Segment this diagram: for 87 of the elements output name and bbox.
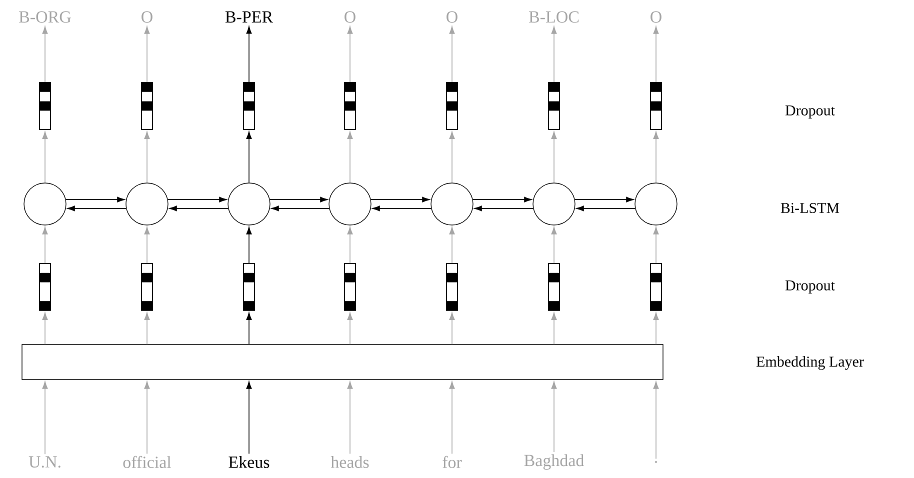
dropout-vector: [141, 263, 153, 311]
layer-label: Embedding Layer: [756, 356, 864, 370]
arrow: [551, 226, 557, 264]
arrow: [653, 381, 659, 460]
arrow: [144, 312, 150, 345]
arrow: [169, 206, 229, 212]
arrow: [347, 26, 353, 82]
arrow: [270, 196, 328, 202]
arrow: [551, 131, 557, 184]
arrow: [246, 312, 252, 345]
embedding-layer-box: [22, 344, 664, 380]
arrow: [42, 131, 48, 184]
dropout-vector: [548, 82, 560, 130]
tag-label: B-LOC: [529, 11, 579, 23]
arrow: [653, 226, 659, 264]
input-word: Baghdad: [524, 454, 584, 470]
arrow: [246, 226, 252, 264]
layer-label: Bi-LSTM: [780, 202, 840, 214]
dropout-vector: [243, 82, 255, 130]
layer-label: Dropout: [785, 105, 835, 118]
arrow: [449, 312, 455, 345]
input-word: .: [655, 460, 658, 463]
arrow: [576, 206, 636, 212]
arrow: [246, 131, 252, 184]
tag-label: O: [650, 11, 662, 23]
arrow: [144, 226, 150, 264]
arrow: [653, 312, 659, 345]
arrow: [347, 312, 353, 345]
arrow: [246, 381, 252, 454]
dropout-vector: [344, 82, 356, 130]
tag-label: O: [344, 11, 356, 23]
input-word: U.N.: [28, 456, 60, 468]
dropout-vector: [446, 263, 458, 311]
input-word: for: [442, 456, 462, 468]
dropout-vector: [548, 263, 560, 311]
arrow: [449, 226, 455, 264]
tag-label: O: [446, 11, 458, 23]
arrow: [474, 206, 534, 212]
arrow: [144, 381, 150, 454]
lstm-cell: [126, 182, 168, 226]
arrow: [42, 226, 48, 264]
arrow: [551, 312, 557, 345]
dropout-vector: [243, 263, 255, 311]
arrow: [66, 196, 125, 202]
input-word: Ekeus: [228, 456, 270, 468]
dropout-vector: [446, 82, 458, 130]
dropout-vector: [650, 82, 662, 130]
arrow: [449, 131, 455, 184]
arrow: [653, 131, 659, 184]
arrow: [551, 26, 557, 82]
dropout-vector: [39, 82, 51, 130]
arrow: [167, 196, 227, 202]
arrow: [42, 312, 48, 345]
arrow: [67, 206, 127, 212]
dropout-vector: [39, 263, 51, 311]
arrow: [370, 196, 430, 202]
arrow: [472, 196, 532, 202]
lstm-cell: [328, 182, 372, 226]
input-word: official: [123, 456, 172, 468]
arrow: [551, 381, 557, 452]
arrow: [144, 131, 150, 184]
tag-label: B-PER: [225, 11, 274, 23]
dropout-vector: [141, 82, 153, 130]
lstm-cell: [532, 182, 576, 226]
arrow: [347, 226, 353, 264]
tag-label: B-ORG: [19, 11, 71, 23]
dropout-vector: [344, 263, 356, 311]
arrow: [449, 26, 455, 82]
arrow: [653, 26, 659, 82]
tag-label: O: [142, 11, 152, 23]
arrow: [574, 196, 634, 202]
lstm-cell: [228, 182, 270, 226]
lstm-cell: [24, 182, 66, 226]
lstm-cell: [430, 182, 474, 226]
arrow: [246, 26, 252, 82]
arrow: [271, 206, 330, 212]
arrow: [372, 206, 432, 212]
arrow: [347, 381, 353, 454]
lstm-cell: [634, 182, 678, 226]
arrow: [42, 381, 48, 454]
arrow: [347, 131, 353, 184]
input-word: heads: [330, 456, 369, 468]
layer-label: Dropout: [785, 280, 835, 294]
arrow: [144, 26, 150, 82]
arrow: [449, 381, 455, 454]
arrow: [42, 26, 48, 82]
dropout-vector: [650, 263, 662, 311]
